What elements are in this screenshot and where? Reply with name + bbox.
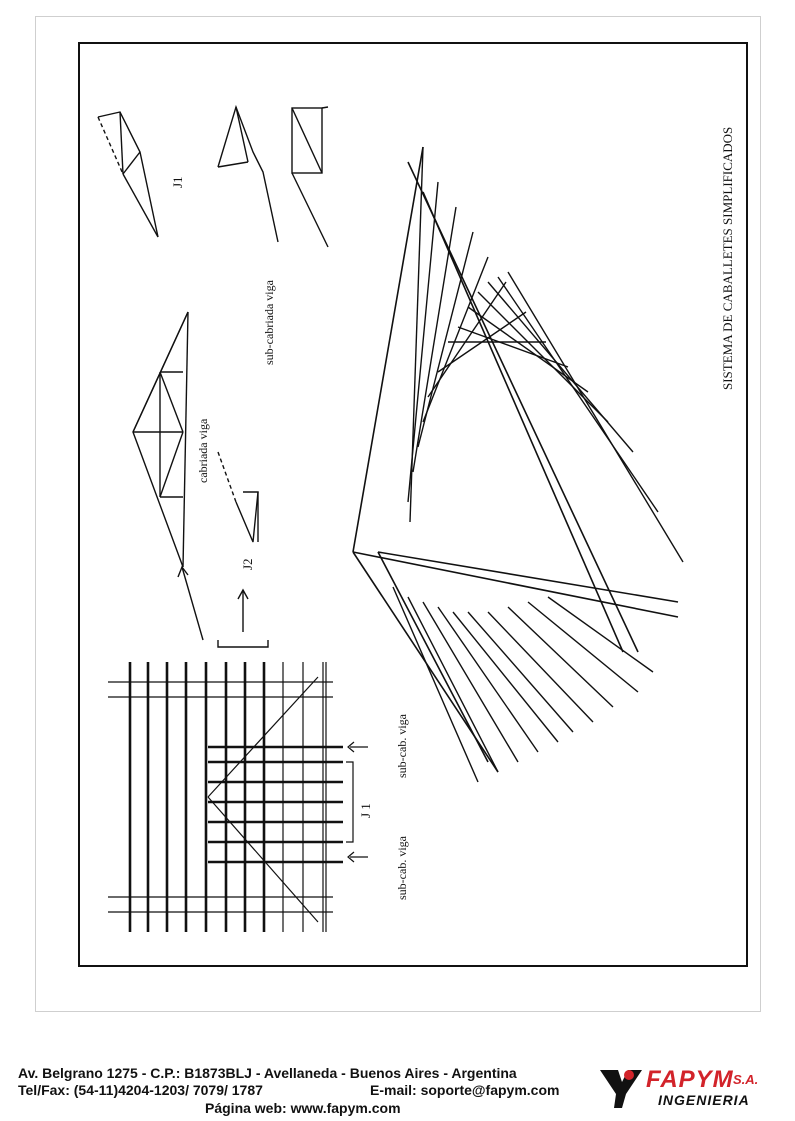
footer-email: E-mail: soporte@fapym.com <box>370 1082 560 1098</box>
sub-cab-viga-top-label: sub-cab. viga <box>395 714 409 778</box>
roof-rafters <box>392 146 684 783</box>
sub-cabriada-detail-1 <box>217 104 279 243</box>
sub-cab-viga-bottom-label: sub-cab. viga <box>395 836 409 900</box>
title-label: SISTEMA DE CABALLETES SIMPLIFICADOS <box>720 126 735 390</box>
footer-address: Av. Belgrano 1275 - C.P.: B1873BLJ - Ave… <box>18 1065 517 1081</box>
cabriada-truss <box>132 311 189 568</box>
logo-name: FAPYM <box>646 1066 734 1093</box>
sub-cabriada-viga-label: sub-cabriada viga <box>262 280 276 365</box>
footer-web: Página web: www.fapym.com <box>205 1100 401 1116</box>
j1-plan-label: J 1 <box>358 803 373 818</box>
plan-outline <box>108 662 333 932</box>
fapym-logo: FAPYM S.A. INGENIERIA <box>598 1066 788 1112</box>
roof-perspective <box>352 146 679 773</box>
technical-drawing <box>97 104 684 932</box>
sub-cabriada-detail-2 <box>291 106 329 248</box>
plan-view <box>128 662 343 932</box>
drawing-border <box>78 42 748 967</box>
j1-top-label: J1 <box>170 176 185 188</box>
j2-label: J2 <box>240 558 255 570</box>
logo-suffix: S.A. <box>733 1072 759 1087</box>
plan-arrows <box>346 741 368 863</box>
j1-detail-triangle <box>97 111 159 238</box>
j2-detail <box>217 451 259 543</box>
cabriada-viga-label: cabriada viga <box>196 418 210 483</box>
logo-subtitle: INGENIERIA <box>658 1092 750 1108</box>
footer-telfax: Tel/Fax: (54-11)4204-1203/ 7079/ 1787 <box>18 1082 263 1098</box>
logo-mark-icon <box>600 1070 642 1108</box>
page-frame <box>35 16 761 1012</box>
arrows <box>177 565 269 648</box>
